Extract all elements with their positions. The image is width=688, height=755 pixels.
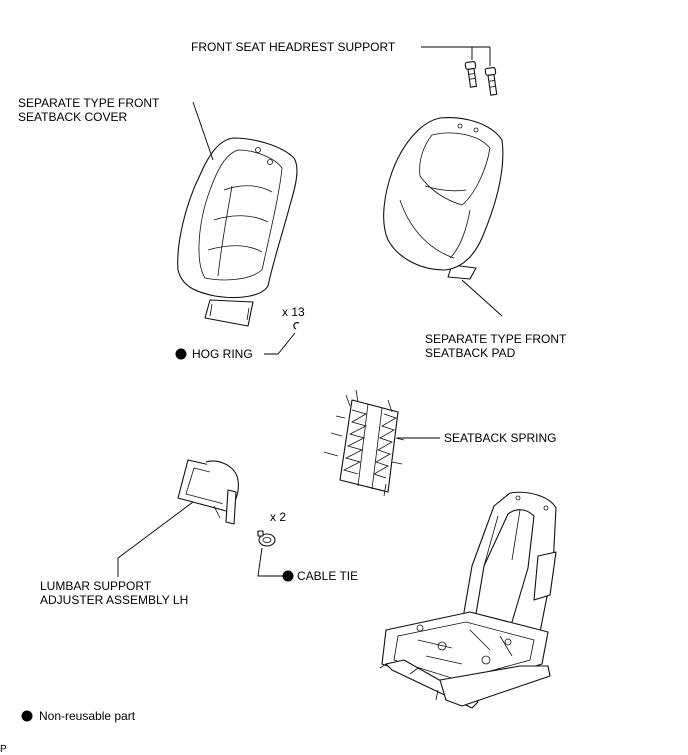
cable-tie-icon [257, 530, 276, 547]
lumbar-support-label-line2: ADJUSTER ASSEMBLY LH [40, 593, 188, 607]
hog-ring-icon [293, 321, 300, 330]
seatback-cover-label-line2: SEATBACK COVER [18, 110, 127, 124]
headrest-support-label: FRONT SEAT HEADREST SUPPORT [191, 40, 396, 54]
lumbar-support-drawing [177, 459, 239, 525]
cable-tie-quantity: x 2 [270, 510, 286, 524]
seatback-cover-label-line1: SEPARATE TYPE FRONT [18, 96, 160, 110]
cable-tie-non-reusable-marker [282, 570, 294, 582]
hog-ring-label: HOG RING [192, 347, 253, 361]
headrest-support-drawing [421, 46, 498, 96]
lumbar-support-leader [117, 501, 194, 577]
seatback-spring-drawing [323, 389, 405, 497]
seatback-spring-label: SEATBACK SPRING [444, 431, 556, 445]
cable-tie-leader [257, 547, 284, 577]
seatback-pad-label-line1: SEPARATE TYPE FRONT [425, 332, 567, 346]
hog-ring-quantity: x 13 [282, 305, 305, 319]
seatback-pad-label-line2: SEATBACK PAD [425, 346, 516, 360]
legend-non-reusable-label: Non-reusable part [39, 709, 136, 723]
seat-frame-drawing [379, 491, 557, 709]
seatback-pad-drawing [383, 117, 504, 280]
figure-code: P [0, 744, 7, 755]
seatback-cover-drawing [177, 137, 298, 327]
lumbar-support-label-line1: LUMBAR SUPPORT [40, 579, 152, 593]
hog-ring-non-reusable-marker [175, 348, 187, 360]
seatback-cover-leader [192, 101, 214, 161]
cable-tie-label: CABLE TIE [297, 569, 358, 583]
hog-ring-leader [264, 332, 296, 355]
legend-non-reusable-marker [21, 710, 33, 722]
seatback-pad-leader [461, 279, 503, 317]
